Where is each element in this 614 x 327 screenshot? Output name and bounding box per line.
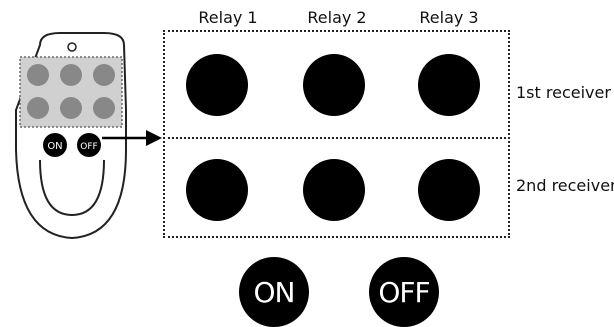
relay-3-receiver-2[interactable] — [418, 159, 480, 221]
column-label-relay-3: Relay 3 — [419, 8, 479, 27]
relay-2-receiver-1[interactable] — [303, 54, 365, 116]
remote-relay-button — [93, 97, 115, 119]
relay-grid — [163, 30, 510, 238]
on-button[interactable]: ON — [239, 257, 309, 327]
relay-2-receiver-2[interactable] — [303, 159, 365, 221]
row-label-receiver-1: 1st receiver — [516, 83, 611, 102]
keyring-hole — [67, 42, 77, 52]
remote-relay-button — [27, 97, 49, 119]
remote-control: ON OFF — [15, 32, 127, 240]
remote-relay-button — [60, 97, 82, 119]
remote-off-button — [77, 133, 101, 157]
remote-off-label: OFF — [80, 142, 97, 152]
relay-1-receiver-1[interactable] — [186, 54, 248, 116]
relay-3-receiver-1[interactable] — [418, 54, 480, 116]
relay-1-receiver-2[interactable] — [186, 159, 248, 221]
row-label-receiver-2: 2nd receiver — [516, 176, 614, 195]
column-label-relay-2: Relay 2 — [307, 8, 367, 27]
arrow — [102, 130, 162, 146]
remote-relay-button — [60, 64, 82, 86]
remote-on-label: ON — [47, 141, 62, 152]
column-label-relay-1: Relay 1 — [198, 8, 258, 27]
off-button[interactable]: OFF — [369, 257, 439, 327]
remote-on-button — [43, 133, 67, 157]
remote-relay-button — [27, 64, 49, 86]
receiver-divider — [163, 137, 510, 139]
remote-body-inner — [39, 159, 105, 217]
remote-relay-button — [93, 64, 115, 86]
